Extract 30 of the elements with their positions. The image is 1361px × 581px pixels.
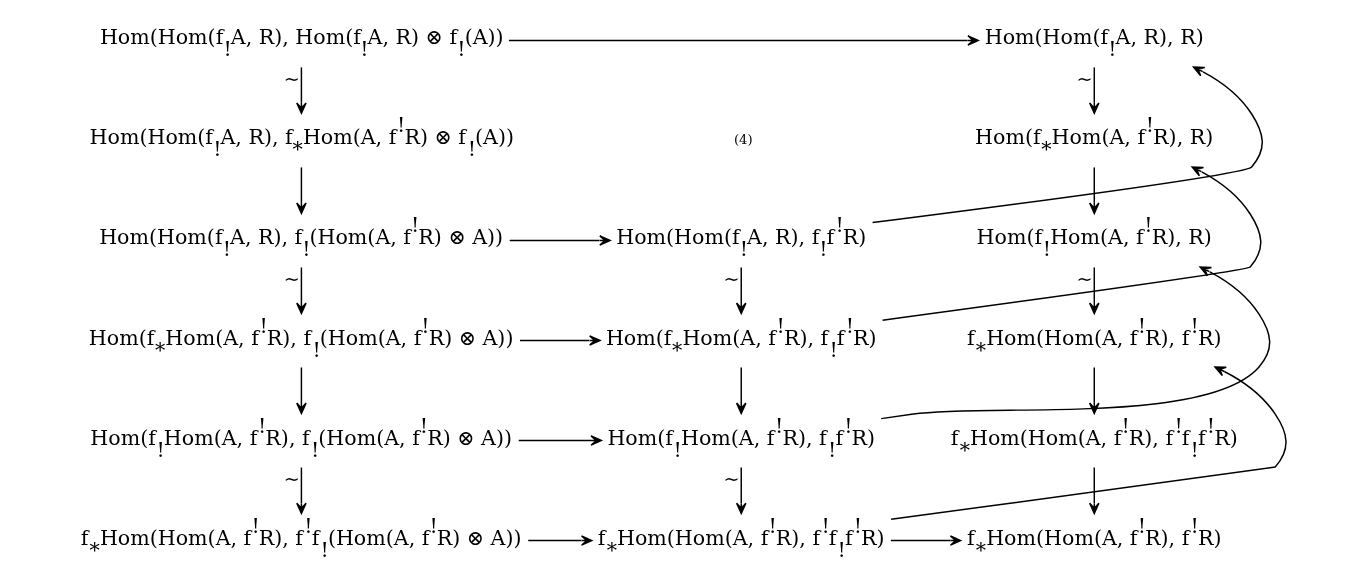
arrow <box>296 466 307 515</box>
arrow <box>1088 166 1100 215</box>
arrow <box>509 235 611 246</box>
arrow <box>735 366 747 415</box>
edge-label: ~ <box>1076 67 1093 91</box>
edge-label: ~ <box>1076 267 1093 291</box>
edge-label: ~ <box>283 267 300 291</box>
arrow <box>880 266 1271 420</box>
arrow <box>1088 66 1100 115</box>
arrow <box>871 66 1263 224</box>
arrow <box>296 66 307 115</box>
arrow <box>296 166 307 215</box>
arrow <box>735 466 747 515</box>
arrow <box>1088 266 1100 315</box>
arrow <box>519 335 601 346</box>
edge-label: ~ <box>283 467 300 491</box>
arrow <box>296 266 307 315</box>
label: (4) <box>733 131 753 147</box>
edge-label: ~ <box>723 467 740 491</box>
arrow <box>890 535 962 546</box>
arrow <box>508 35 979 46</box>
edge-label: ~ <box>723 267 740 291</box>
arrow <box>735 266 747 315</box>
arrow <box>1088 466 1100 515</box>
arrow <box>881 166 1262 321</box>
arrow <box>527 535 593 546</box>
arrow <box>518 435 603 446</box>
arrow <box>296 366 307 415</box>
arrow <box>890 366 1287 520</box>
edge-label: ~ <box>283 67 300 91</box>
